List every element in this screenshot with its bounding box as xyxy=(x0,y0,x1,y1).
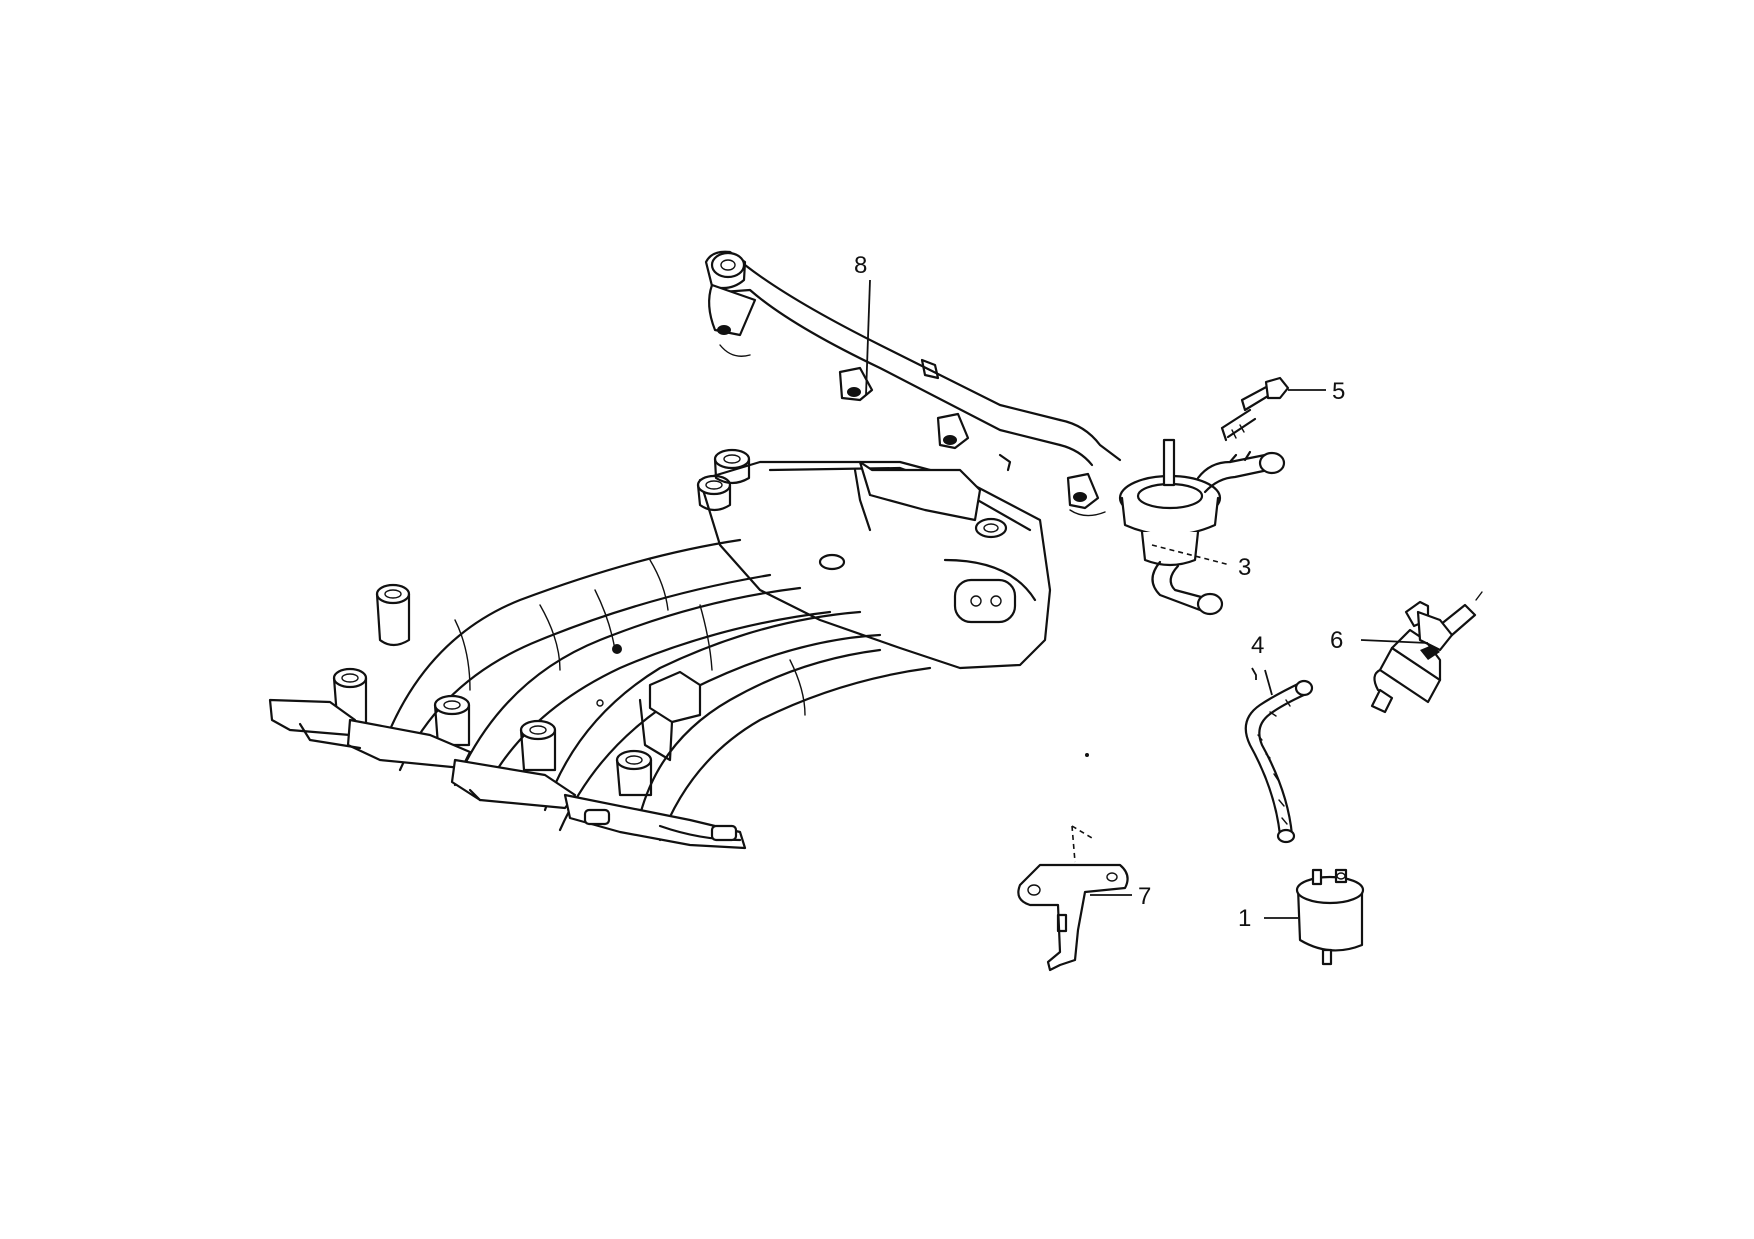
callout-5: 5 xyxy=(1332,378,1345,405)
pressure-regulator xyxy=(1118,438,1286,616)
stray-dot xyxy=(1085,753,1089,757)
vacuum-valve xyxy=(1295,868,1365,966)
callout-leaders xyxy=(865,279,1429,919)
fuel-rail xyxy=(704,250,1122,517)
callout-4: 4 xyxy=(1251,632,1264,659)
vacuum-hose xyxy=(1244,679,1314,844)
callout-7: 7 xyxy=(1138,883,1151,910)
callout-1: 1 xyxy=(1238,905,1251,932)
callout-8: 8 xyxy=(854,252,867,279)
bolt xyxy=(1220,376,1290,442)
callout-6: 6 xyxy=(1330,627,1343,654)
fuel-injector xyxy=(1370,591,1483,714)
intake-manifold xyxy=(268,448,1052,850)
bracket xyxy=(1017,825,1129,972)
callout-3: 3 xyxy=(1238,554,1251,581)
